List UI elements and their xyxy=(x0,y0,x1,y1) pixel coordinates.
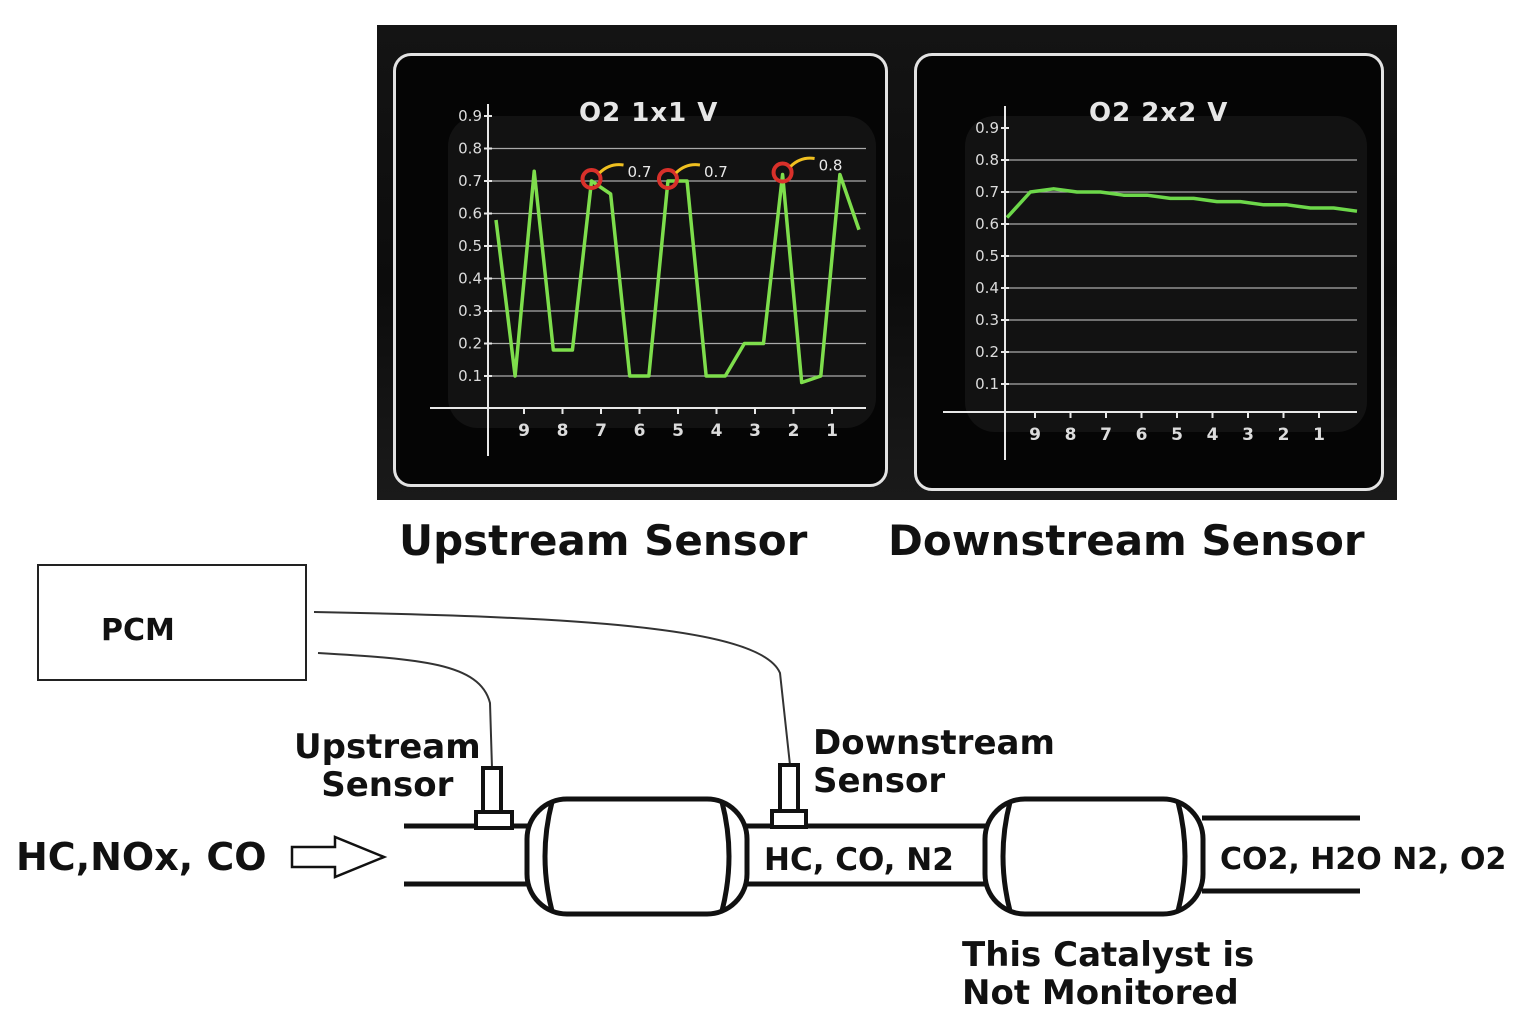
screen-glow xyxy=(448,116,876,428)
unmonitored-catalytic-converter xyxy=(982,796,1206,917)
y-tick-label: 0.2 xyxy=(458,335,482,353)
outlet-gases-label: CO2, H2O N2, O2 xyxy=(1220,842,1507,877)
downstream-voltage-trace xyxy=(1005,187,1358,219)
y-tick-label: 0.1 xyxy=(975,375,999,393)
upstream-sensor-label-line2: Sensor xyxy=(321,765,454,806)
note-line1: This Catalyst is xyxy=(962,935,1255,975)
peak-marker xyxy=(580,168,603,190)
x-tick-label: 1 xyxy=(826,421,838,441)
y-tick-label: 0.2 xyxy=(975,343,999,361)
note-line2: Not Monitored xyxy=(962,973,1239,1014)
x-tick-label: 2 xyxy=(788,421,800,441)
y-tick-label: 0.6 xyxy=(458,205,482,223)
y-tick-label: 0.9 xyxy=(975,119,999,137)
y-tick-label: 0.3 xyxy=(975,311,999,329)
y-tick-label: 0.7 xyxy=(458,172,482,190)
downstream-o2-graph-panel: 0.9 0.8 0.7 0.6 0.5 0.4 0.3 0.2 0.1 9 8 7 6 5 4 3 2 1 O2 … xyxy=(914,53,1384,491)
x-tick-label: 9 xyxy=(1029,425,1041,445)
peak-marker-leader xyxy=(598,163,624,175)
downstream-sensor-wire xyxy=(313,611,791,766)
x-tick-label: 7 xyxy=(595,421,607,441)
x-tick-label: 4 xyxy=(1207,425,1219,445)
inlet-gases-label: HC,NOx, CO xyxy=(16,835,267,879)
x-tick-label: 3 xyxy=(749,421,761,441)
x-tick-label: 6 xyxy=(634,421,646,441)
downstream-o2-graph: 0.9 0.8 0.7 0.6 0.5 0.4 0.3 0.2 0.1 9 8 7 6 5 4 3 2 1 xyxy=(943,106,1367,460)
peak-marker xyxy=(771,161,794,184)
y-tick-label: 0.5 xyxy=(458,237,482,255)
peak-marker-leader xyxy=(674,163,701,175)
x-tick-label: 3 xyxy=(1242,425,1254,445)
y-tick-label: 0.8 xyxy=(458,140,482,158)
upstream-graph-title: O2 1x1 V xyxy=(579,98,719,128)
screen-glow xyxy=(965,116,1367,432)
downstream-sensor-label: Downstream Sensor xyxy=(813,724,1055,800)
x-tick-label: 8 xyxy=(1065,425,1077,445)
upstream-o2-graph-panel: 0.9 0.8 0.7 0.6 0.5 0.4 0.3 0.2 0.1 9 8 7 6 5 4 3 2 1 0.7 0… xyxy=(393,53,888,487)
peak-marker-value: 0.7 xyxy=(704,163,728,181)
downstream-sensor-label-line2: Sensor xyxy=(813,761,946,802)
peak-marker-leader xyxy=(789,156,815,168)
x-tick-label: 7 xyxy=(1100,425,1112,445)
y-tick-label: 0.4 xyxy=(975,279,999,297)
exhaust-system-diagram xyxy=(37,564,1360,917)
downstream-o2-sensor xyxy=(770,763,808,829)
y-tick-label: 0.8 xyxy=(975,151,999,169)
peak-marker-value: 0.8 xyxy=(819,157,843,175)
peak-marker-value: 0.7 xyxy=(628,163,652,181)
x-tick-label: 2 xyxy=(1278,425,1290,445)
y-tick-label: 0.4 xyxy=(458,270,482,288)
upstream-sensor-wire xyxy=(317,652,493,769)
downstream-sensor-caption: Downstream Sensor xyxy=(888,516,1365,565)
upstream-o2-sensor xyxy=(474,766,514,830)
monitored-catalytic-converter xyxy=(524,796,750,917)
x-tick-label: 8 xyxy=(557,421,569,441)
y-tick-label: 0.7 xyxy=(975,183,999,201)
upstream-o2-graph: 0.9 0.8 0.7 0.6 0.5 0.4 0.3 0.2 0.1 9 8 7 6 5 4 3 2 1 0.7 0… xyxy=(430,104,876,456)
y-tick-label: 0.6 xyxy=(975,215,999,233)
y-tick-label: 0.9 xyxy=(458,107,482,125)
x-tick-label: 9 xyxy=(518,421,530,441)
downstream-sensor-label-line1: Downstream xyxy=(813,723,1055,763)
x-tick-label: 6 xyxy=(1136,425,1148,445)
upstream-sensor-label: Upstream Sensor xyxy=(294,728,481,804)
upstream-sensor-caption: Upstream Sensor xyxy=(399,516,808,565)
pcm-box xyxy=(37,564,307,681)
x-tick-label: 5 xyxy=(672,421,684,441)
upstream-sensor-label-line1: Upstream xyxy=(294,727,481,767)
y-tick-label: 0.1 xyxy=(458,367,482,385)
pcm-label: PCM xyxy=(101,613,175,648)
y-tick-label: 0.5 xyxy=(975,247,999,265)
y-tick-label: 0.3 xyxy=(458,302,482,320)
unmonitored-catalyst-note: This Catalyst is Not Monitored xyxy=(962,936,1254,1012)
flow-arrow-icon xyxy=(290,835,388,879)
peak-marker xyxy=(656,168,679,190)
x-tick-label: 4 xyxy=(711,421,723,441)
x-tick-label: 5 xyxy=(1171,425,1183,445)
downstream-graph-title: O2 2x2 V xyxy=(1089,98,1229,128)
x-tick-label: 1 xyxy=(1313,425,1325,445)
mid-gases-label: HC, CO, N2 xyxy=(764,842,954,878)
